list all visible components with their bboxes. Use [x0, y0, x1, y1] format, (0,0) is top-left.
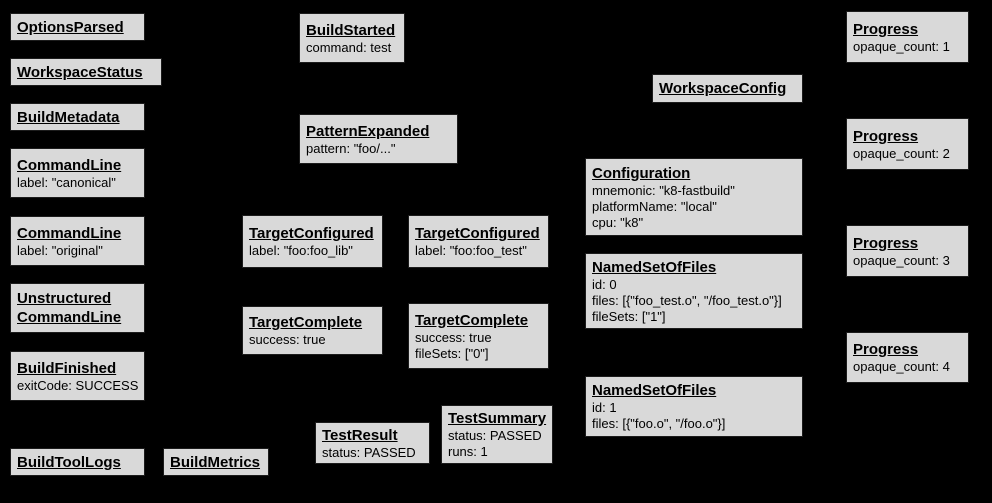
node-unstructured-command-line: Unstructured CommandLine [10, 283, 145, 333]
node-title: Progress [853, 127, 919, 145]
node-line: files: [{"foo_test.o", "/foo_test.o"}] [592, 292, 782, 308]
node-title: WorkspaceStatus [17, 63, 143, 81]
node-workspace-status: WorkspaceStatus [10, 58, 162, 86]
node-title: Progress [853, 234, 919, 252]
node-title: PatternExpanded [306, 122, 430, 140]
node-line: label: "canonical" [17, 174, 116, 190]
node-command-line-original: CommandLine label: "original" [10, 216, 145, 266]
node-title: BuildMetadata [17, 108, 120, 126]
node-title: NamedSetOfFiles [592, 258, 717, 276]
node-test-summary: TestSummary status: PASSED runs: 1 [441, 405, 553, 464]
node-title: BuildFinished [17, 359, 117, 377]
node-line: status: PASSED [448, 428, 542, 443]
node-target-configured-test: TargetConfigured label: "foo:foo_test" [408, 215, 549, 268]
node-line: command: test [306, 39, 392, 55]
node-line: opaque_count: 4 [853, 359, 950, 374]
node-line: opaque_count: 2 [853, 145, 950, 161]
node-options-parsed: OptionsParsed [10, 13, 145, 41]
node-line: status: PASSED [322, 444, 416, 460]
node-title: Progress [853, 341, 919, 358]
node-line: opaque_count: 1 [853, 38, 950, 54]
node-line: fileSets: ["0"] [415, 345, 489, 361]
node-command-line-canonical: CommandLine label: "canonical" [10, 148, 145, 198]
node-title: NamedSetOfFiles [592, 382, 717, 399]
node-title: TargetConfigured [415, 225, 540, 242]
node-line: runs: 1 [448, 444, 488, 459]
node-line: id: 1 [592, 400, 617, 415]
node-progress-3: Progress opaque_count: 3 [846, 225, 969, 277]
node-configuration: Configuration mnemonic: "k8-fastbuild" p… [585, 158, 803, 236]
node-progress-1: Progress opaque_count: 1 [846, 11, 969, 63]
node-title: OptionsParsed [17, 18, 124, 36]
node-title: BuildToolLogs [17, 453, 121, 471]
node-target-complete-lib: TargetComplete success: true [242, 306, 383, 355]
node-named-set-of-files-0: NamedSetOfFiles id: 0 files: [{"foo_test… [585, 253, 803, 329]
node-title: CommandLine [17, 156, 122, 174]
node-line: success: true [249, 332, 326, 347]
node-build-metrics: BuildMetrics [163, 448, 269, 476]
node-title: Unstructured CommandLine [17, 290, 122, 326]
node-target-complete-test: TargetComplete success: true fileSets: [… [408, 303, 549, 369]
node-line: fileSets: ["1"] [592, 308, 666, 324]
node-line: exitCode: SUCCESS [17, 377, 139, 393]
node-line: cpu: "k8" [592, 214, 644, 230]
node-line: label: "original" [17, 242, 103, 258]
node-line: label: "foo:foo_test" [415, 243, 527, 258]
node-line: label: "foo:foo_lib" [249, 243, 353, 258]
node-title: TargetComplete [415, 311, 529, 329]
node-title: CommandLine [17, 224, 122, 242]
node-title: Configuration [592, 164, 691, 182]
node-title: WorkspaceConfig [659, 80, 787, 97]
node-named-set-of-files-1: NamedSetOfFiles id: 1 files: [{"foo.o", … [585, 376, 803, 437]
node-pattern-expanded: PatternExpanded pattern: "foo/..." [299, 114, 458, 164]
node-progress-2: Progress opaque_count: 2 [846, 118, 969, 170]
node-workspace-config: WorkspaceConfig [652, 74, 803, 103]
node-line: files: [{"foo.o", "/foo.o"}] [592, 416, 726, 431]
node-title: TestSummary [448, 410, 547, 427]
node-title: Progress [853, 20, 919, 38]
node-build-tool-logs: BuildToolLogs [10, 448, 145, 476]
node-title: BuildMetrics [170, 453, 261, 471]
node-title: TestResult [322, 426, 398, 444]
node-line: mnemonic: "k8-fastbuild" [592, 182, 735, 198]
node-line: id: 0 [592, 276, 617, 292]
node-progress-4: Progress opaque_count: 4 [846, 332, 969, 383]
node-build-started: BuildStarted command: test [299, 13, 405, 63]
node-build-metadata: BuildMetadata [10, 103, 145, 131]
node-target-configured-lib: TargetConfigured label: "foo:foo_lib" [242, 215, 383, 268]
node-line: opaque_count: 3 [853, 252, 950, 268]
node-line: platformName: "local" [592, 198, 717, 214]
node-line: success: true [415, 329, 492, 345]
node-title: TargetComplete [249, 314, 363, 331]
node-title: BuildStarted [306, 21, 396, 39]
node-line: pattern: "foo/..." [306, 140, 396, 156]
node-build-finished: BuildFinished exitCode: SUCCESS [10, 351, 145, 401]
node-title: TargetConfigured [249, 225, 374, 242]
node-test-result: TestResult status: PASSED [315, 422, 430, 464]
